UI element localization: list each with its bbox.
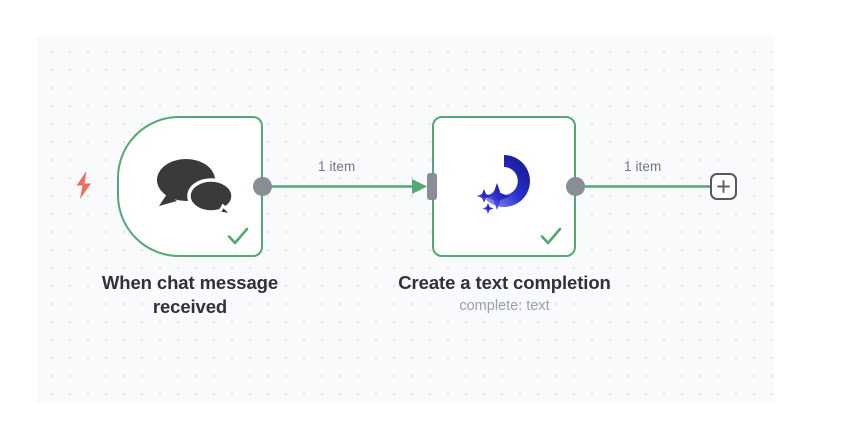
checkmark-icon (540, 227, 562, 245)
node-title-action: Create a text completion (398, 272, 611, 293)
node-caption-trigger: When chat message received (60, 271, 320, 320)
add-node-button[interactable] (710, 173, 737, 200)
connection-label-1: 1 item (318, 159, 356, 174)
node-when-chat-message-received[interactable] (117, 116, 263, 257)
lightning-bolt-icon (76, 171, 91, 199)
checkmark-icon (227, 227, 249, 245)
output-port-trigger[interactable] (253, 177, 272, 196)
input-port-action[interactable] (427, 173, 437, 200)
connection-label-2: 1 item (624, 159, 662, 174)
node-subtitle-action: complete: text (459, 298, 550, 315)
node-caption-action: Create a text completion complete: text (352, 271, 657, 318)
output-port-action[interactable] (566, 177, 585, 196)
chat-bubbles-icon (119, 118, 261, 255)
ai-sparkle-icon (434, 118, 574, 255)
plus-icon (717, 180, 730, 193)
node-create-a-text-completion[interactable] (432, 116, 576, 257)
node-title-trigger: When chat message received (60, 271, 320, 320)
node-title-trigger-line2: received (152, 296, 228, 318)
workflow-canvas[interactable] (37, 35, 774, 403)
node-title-trigger-line1: When chat message (101, 272, 279, 293)
